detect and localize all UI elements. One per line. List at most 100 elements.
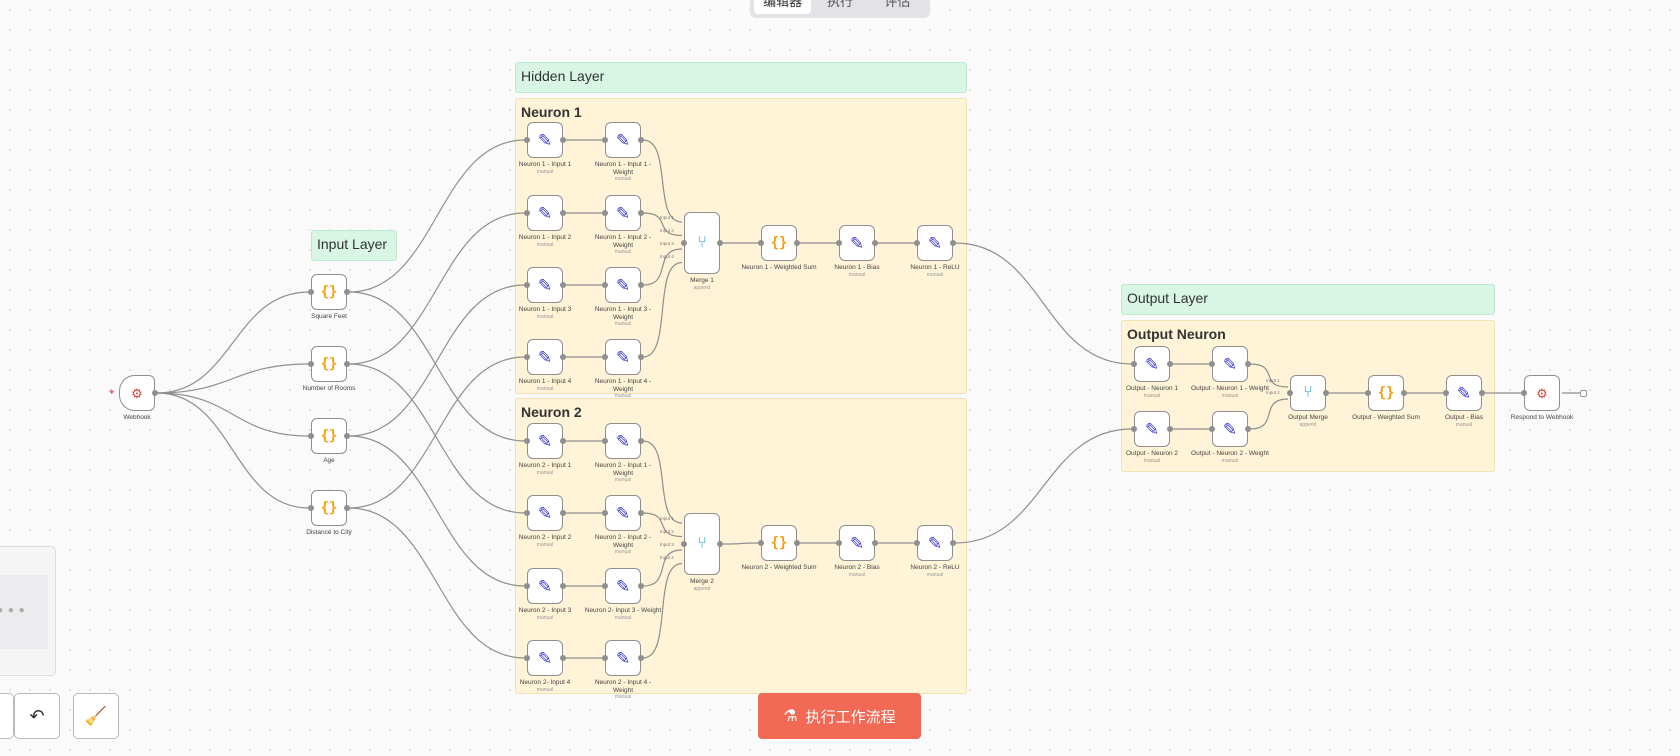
output-port[interactable] xyxy=(560,510,566,516)
undo-button[interactable]: ↶ xyxy=(14,693,60,739)
output-port[interactable] xyxy=(638,583,644,589)
input-port[interactable] xyxy=(602,210,608,216)
sticky-neuron-2[interactable]: Neuron 2 xyxy=(515,398,967,694)
connection-n2_w3-merge2[interactable] xyxy=(642,549,683,587)
connection-webhook-square_feet[interactable] xyxy=(156,291,310,394)
input-port[interactable] xyxy=(681,541,687,547)
input-port[interactable] xyxy=(602,137,608,143)
input-port[interactable] xyxy=(1131,426,1137,432)
input-port[interactable] xyxy=(602,438,608,444)
connection-n1_w3-merge1[interactable] xyxy=(642,248,683,286)
node-n1-sum[interactable]: {}Neuron 1 - Weighted Sum xyxy=(741,225,817,271)
output-port[interactable] xyxy=(1245,426,1251,432)
input-port[interactable] xyxy=(524,282,530,288)
output-port[interactable] xyxy=(1323,390,1329,396)
sticky-output-layer[interactable]: Output Layer xyxy=(1121,284,1495,315)
connection-n1_w4-merge1[interactable] xyxy=(642,261,683,358)
connection-number_of_rooms-n1_input2[interactable] xyxy=(348,212,526,365)
connection-square_feet-n1_input1[interactable] xyxy=(348,139,526,293)
input-port[interactable] xyxy=(1365,390,1371,396)
input-port[interactable] xyxy=(524,583,530,589)
output-port[interactable] xyxy=(638,655,644,661)
output-port[interactable] xyxy=(872,540,878,546)
connection-n2_relu-out_n2[interactable] xyxy=(954,428,1133,544)
input-port[interactable] xyxy=(524,354,530,360)
output-port[interactable] xyxy=(950,540,956,546)
sticky-output-neuron[interactable]: Output Neuron xyxy=(1121,320,1495,472)
output-port[interactable] xyxy=(344,289,350,295)
input-port[interactable] xyxy=(1521,390,1527,396)
output-port[interactable] xyxy=(717,240,723,246)
input-port[interactable] xyxy=(836,240,842,246)
input-port[interactable] xyxy=(602,282,608,288)
connection-square_feet-n2_input1[interactable] xyxy=(348,291,526,442)
input-port[interactable] xyxy=(758,540,764,546)
output-port[interactable] xyxy=(638,438,644,444)
output-port[interactable] xyxy=(950,240,956,246)
input-port[interactable] xyxy=(524,655,530,661)
node-out-sum[interactable]: {}Output - Weighted Sum xyxy=(1352,375,1420,421)
input-port[interactable] xyxy=(914,240,920,246)
execute-workflow-button[interactable]: ⚗ 执行工作流程 xyxy=(758,693,921,739)
connection-webhook-age[interactable] xyxy=(156,392,310,437)
output-port[interactable] xyxy=(560,655,566,661)
tab-executions[interactable]: 执行 xyxy=(826,0,853,9)
input-port[interactable] xyxy=(758,240,764,246)
input-port[interactable] xyxy=(836,540,842,546)
connection-number_of_rooms-n2_input2[interactable] xyxy=(348,363,526,514)
connection-out_w1-out_merge[interactable] xyxy=(1249,363,1289,388)
node-square-feet[interactable]: {}Square Feet xyxy=(308,274,350,320)
input-port[interactable] xyxy=(308,361,314,367)
input-port[interactable] xyxy=(914,540,920,546)
node-n2-sum[interactable]: {}Neuron 2 - Weighted Sum xyxy=(741,525,817,571)
node-distance-to-city[interactable]: {}Distance to City xyxy=(306,490,352,536)
output-port[interactable] xyxy=(344,361,350,367)
input-port[interactable] xyxy=(524,438,530,444)
connection-n1_w1-merge1[interactable] xyxy=(642,139,683,223)
output-port[interactable] xyxy=(560,282,566,288)
input-port[interactable] xyxy=(602,655,608,661)
input-port[interactable] xyxy=(308,433,314,439)
input-port[interactable] xyxy=(1209,426,1215,432)
output-port[interactable] xyxy=(152,390,158,396)
input-port[interactable] xyxy=(602,510,608,516)
input-port[interactable] xyxy=(1131,361,1137,367)
output-port[interactable] xyxy=(1167,361,1173,367)
input-port[interactable] xyxy=(524,137,530,143)
connection-age-n2_input3[interactable] xyxy=(348,435,526,587)
connection-distance_to_city-n1_input4[interactable] xyxy=(348,356,526,509)
connection-webhook-distance_to_city[interactable] xyxy=(156,392,310,509)
output-port[interactable] xyxy=(717,541,723,547)
tab-editor[interactable]: 编辑器 xyxy=(754,0,812,14)
connection-webhook-number_of_rooms[interactable] xyxy=(156,363,310,394)
connection-n2_w2-merge2[interactable] xyxy=(642,512,683,538)
input-port[interactable] xyxy=(1287,390,1293,396)
connection-age-n1_input3[interactable] xyxy=(348,284,526,437)
output-port[interactable] xyxy=(794,240,800,246)
sticky-hidden-layer[interactable]: Hidden Layer xyxy=(515,62,967,93)
add-node-handle[interactable] xyxy=(1580,390,1587,397)
sticky-input-layer[interactable]: Input Layer xyxy=(311,230,397,261)
output-port[interactable] xyxy=(638,510,644,516)
connection-n1_w2-merge1[interactable] xyxy=(642,212,683,237)
input-port[interactable] xyxy=(681,240,687,246)
output-port[interactable] xyxy=(560,137,566,143)
